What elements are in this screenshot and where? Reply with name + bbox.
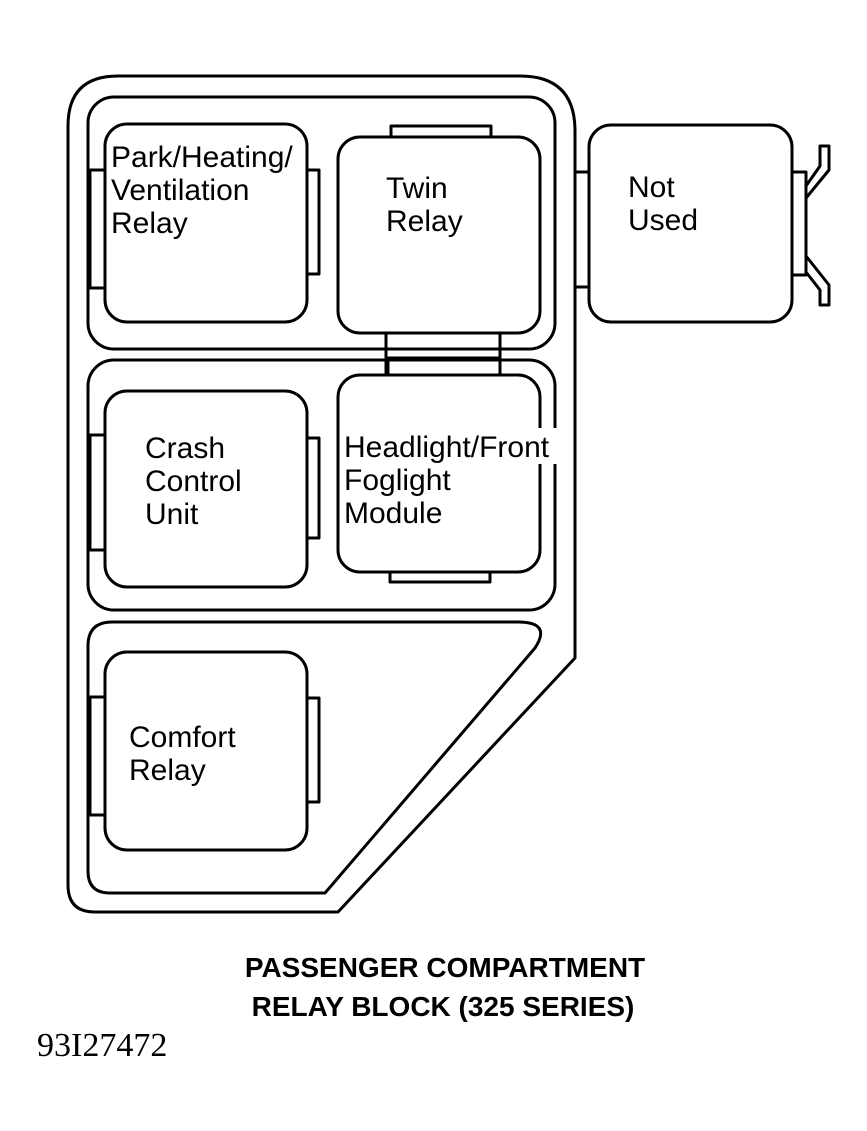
headlight-foglight-module [336, 356, 542, 584]
twin-relay-label: Twin Relay [386, 172, 463, 238]
not-used-relay [573, 123, 831, 324]
comfort-relay [88, 650, 321, 852]
top-section-frame [86, 95, 557, 351]
twin-relay [336, 124, 542, 335]
caption-line-1: PASSENGER COMPARTMENT [245, 952, 645, 983]
relay-block-housing [66, 74, 577, 914]
crash-control-unit-label: Crash Control Unit [145, 432, 250, 531]
headlight-foglight-label: Headlight/Front Foglight Module [344, 431, 557, 530]
not-used-label: Not Used [628, 171, 698, 237]
bottom-section-frame [86, 620, 543, 895]
park-heating-relay [88, 122, 321, 324]
figure-id: 93I27472 [37, 1027, 167, 1064]
crash-control-unit [88, 389, 321, 589]
twin-relay-bridge [384, 331, 502, 378]
comfort-relay-label: Comfort Relay [129, 721, 244, 787]
middle-section-frame [86, 358, 557, 612]
mounting-clip-icon [804, 144, 831, 307]
park-heating-relay-label: Park/Heating/ Ventilation Relay [111, 141, 301, 240]
caption-line-2: RELAY BLOCK (325 SERIES) [252, 991, 635, 1022]
